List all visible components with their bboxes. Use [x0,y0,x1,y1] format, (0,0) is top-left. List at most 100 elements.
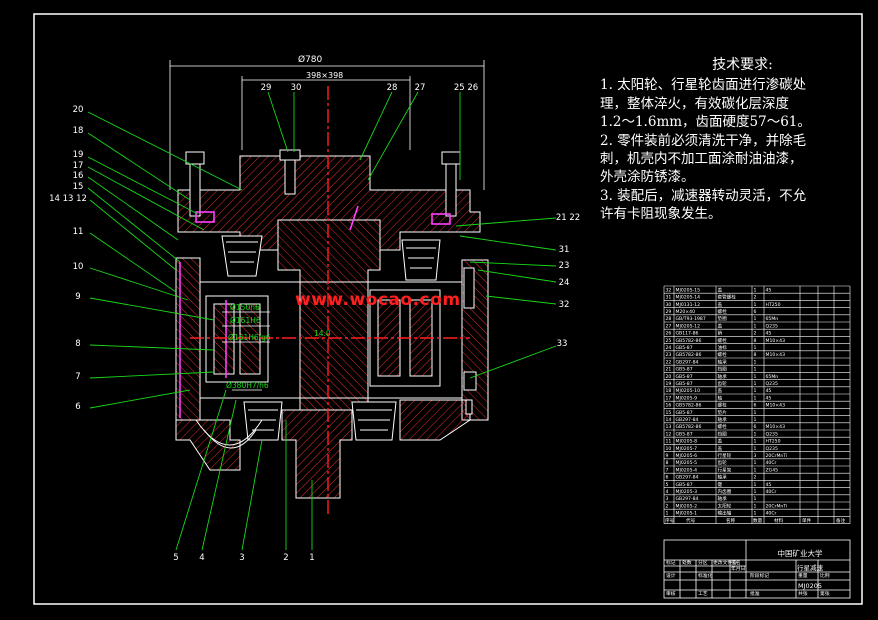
parts-cell-code: GB297-84 [676,496,699,502]
requirement-line: 理，整体淬火，有效碳化层深度 [600,95,789,112]
svg-text:年月日: 年月日 [731,565,745,572]
parts-cell-qty: 1 [754,511,757,517]
parts-cell-qty: 8 [754,352,757,358]
balloon-labels-top: 29 30 28 27 25 26 [261,83,479,93]
parts-cell-material: 40Cr [766,511,777,517]
dim-center-note: 14.0 [314,329,331,338]
requirement-line: 2. 零件装前必须清洗干净，并除毛 [600,132,807,149]
parts-header-unit: 单件 [802,517,812,524]
parts-cell-material: 45 [766,287,772,293]
parts-cell-code: MJ0205-5 [676,460,698,466]
parts-cell-index: 4 [666,489,669,495]
balloon-16: 16 [73,171,84,181]
parts-cell-qty: 1 [754,287,757,293]
title-school: 中国矿业大学 [778,548,823,558]
parts-cell-material: ZG45 [766,467,779,473]
oil-plug [463,267,475,309]
parts-cell-material: HT250 [766,302,781,308]
parts-header-name: 名称 [726,517,736,524]
parts-cell-qty: 1 [754,345,757,351]
parts-cell-code: MJ0205-1 [676,511,698,517]
parts-cell-material: 45 [766,388,772,394]
parts-cell-name: 挡圈 [718,430,728,437]
parts-cell-index: 19 [666,381,672,387]
parts-cell-qty: 1 [754,482,757,488]
parts-cell-code: MJ0205-7 [676,446,698,452]
parts-cell-index: 11 [666,439,672,445]
balloon-3: 3 [239,553,244,563]
housing-right-lower [399,399,471,441]
parts-cell-index: 14 [666,417,672,423]
parts-cell-index: 13 [666,424,672,430]
parts-cell-code: GB5-87 [676,482,693,488]
parts-cell-index: 24 [666,345,672,351]
requirements-title: 技术要求: [712,57,773,73]
svg-text:比例: 比例 [820,572,830,579]
balloon-18: 18 [73,126,84,136]
svg-text:工艺: 工艺 [698,591,708,597]
balloon-29: 29 [261,83,272,93]
parts-cell-code: GB5782-86 [676,403,702,409]
parts-cell-material: 45 [766,331,772,337]
parts-cell-name: 盖 [718,286,723,293]
parts-cell-code: GB5782-86 [676,338,702,344]
dim-overall-diameter: Ø780 [298,54,323,65]
parts-cell-name: 盖 [718,445,723,452]
balloon-33: 33 [557,339,568,349]
parts-cell-name: 轴承 [718,358,728,365]
balloon-8: 8 [75,339,80,349]
parts-cell-material: 40Cr [766,460,777,466]
parts-cell-name: 销 [718,330,723,337]
balloon-9: 9 [75,292,80,302]
parts-header-index: 序号 [665,517,675,524]
dim-bearing-3: Ø161H6/g6 [228,333,271,342]
parts-cell-index: 32 [666,287,672,293]
parts-cell-code: GB/T93-1987 [676,316,706,322]
parts-cell-name: 齿轮 [718,459,728,466]
parts-cell-code: GB5782-86 [676,424,702,430]
gearbox-section [175,149,489,499]
parts-cell-qty: 6 [754,403,757,409]
parts-cell-qty: 1 [754,302,757,308]
parts-cell-index: 3 [666,496,669,502]
svg-text:阶段标记: 阶段标记 [750,572,769,579]
parts-header-material: 材料 [774,517,784,524]
balloon-32: 32 [559,300,570,310]
parts-cell-code: GB5782-86 [676,352,702,358]
parts-cell-name: 轴承 [718,474,728,481]
parts-cell-name: 轴承 [718,416,728,423]
parts-cell-index: 1 [666,511,669,517]
parts-cell-index: 6 [666,475,669,481]
parts-cell-index: 20 [666,374,672,380]
parts-cell-material: Q235 [766,381,778,387]
parts-cell-qty: 3 [754,453,757,459]
svg-text:共张: 共张 [798,590,808,597]
parts-cell-name: 螺栓 [718,402,728,409]
balloon-labels-left: 20 18 19 17 16 15 14 13 12 11 10 9 8 7 6 [49,105,87,412]
parts-cell-qty: 1 [754,460,757,466]
svg-text:审核: 审核 [666,590,676,597]
sun-gear-hub [277,219,381,411]
parts-cell-index: 27 [666,323,672,329]
parts-cell-material: 65Mn [766,374,779,380]
parts-cell-code: GB5-87 [676,345,693,351]
parts-cell-name: 垫圈 [718,315,728,322]
parts-cell-code: GB297-84 [676,359,699,365]
carrier-arc [195,419,263,446]
parts-cell-material: M10×43 [766,403,786,409]
balloon-17: 17 [73,161,84,171]
balloon-labels-right: 21 22 31 23 24 32 33 [556,213,580,349]
parts-cell-name: 盖 [718,322,723,329]
parts-cell-code: GB5-87 [676,381,693,387]
balloon-31: 31 [559,245,570,255]
svg-text:签名: 签名 [731,559,741,566]
bolt-left [185,151,205,165]
parts-cell-name: 键 [718,481,723,488]
parts-cell-material: M10×43 [766,424,786,430]
svg-text:处数: 处数 [682,559,692,566]
parts-cell-code: MJ0131-12 [676,302,701,308]
parts-cell-qty: 2 [754,475,757,481]
balloon-24: 24 [559,278,570,288]
parts-cell-index: 18 [666,388,672,394]
bolt-top [279,149,301,161]
